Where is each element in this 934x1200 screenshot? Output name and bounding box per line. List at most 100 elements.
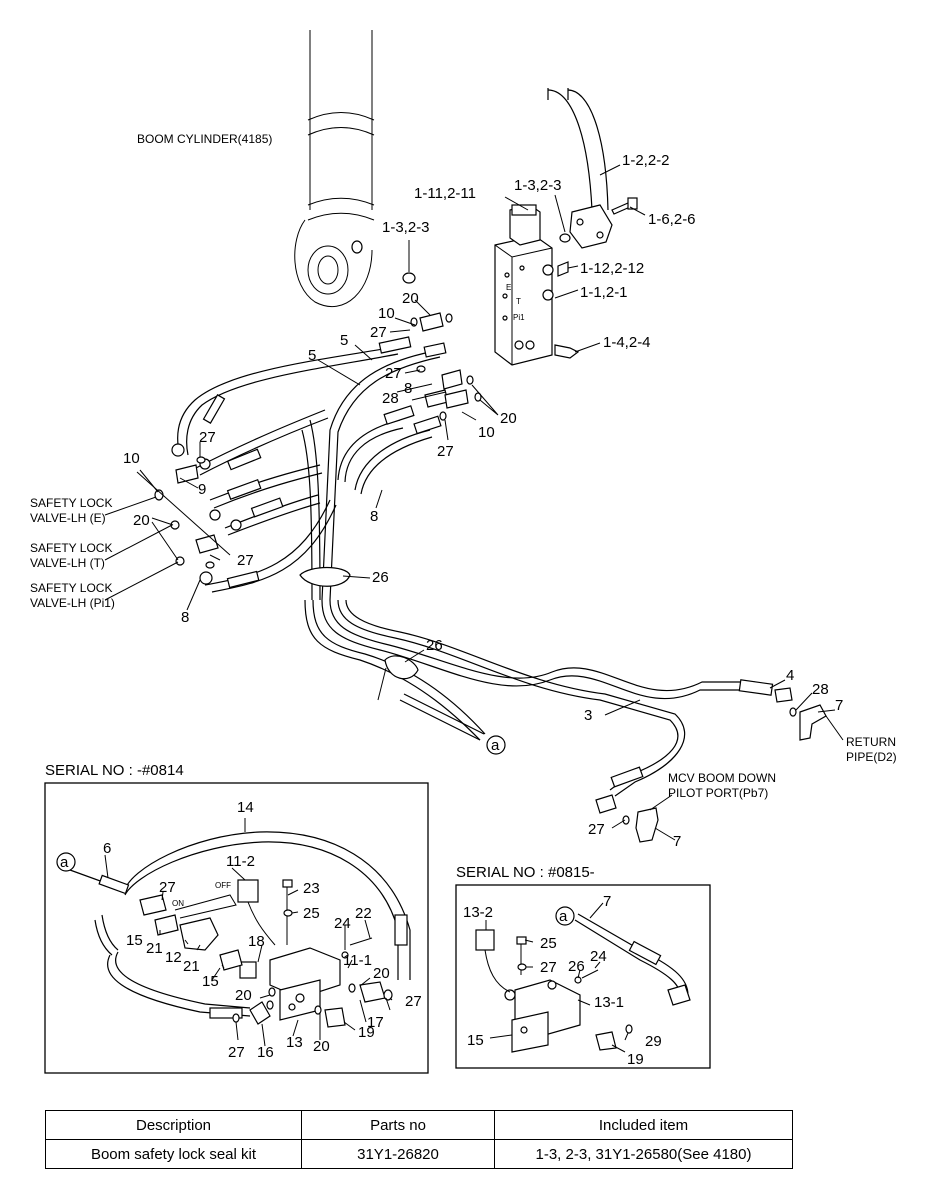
inset-1-callout-15-b: 15	[202, 973, 219, 990]
callout-20-b: 20	[500, 410, 517, 427]
inset-1-callout-20-c: 20	[313, 1038, 330, 1055]
inset-1-callout-27-a: 27	[159, 879, 176, 896]
callout-3: 3	[584, 707, 592, 724]
callout-1-3-left: 1-3,2-3	[382, 219, 430, 236]
inset-1-callout-22: 22	[355, 905, 372, 922]
callout-leaders	[104, 164, 844, 841]
callout-20-a: 20	[402, 290, 419, 307]
clamp-26-lower	[377, 655, 419, 701]
inset-1-callout-13: 13	[286, 1034, 303, 1051]
inset-1-callout-12: 12	[165, 949, 182, 966]
callout-26-b: 26	[426, 637, 443, 654]
o-ring-1-3-left	[402, 272, 416, 284]
inset-1-callout-20-b: 20	[373, 965, 390, 982]
callout-28-a: 28	[382, 390, 399, 407]
cell-parts-no: 31Y1-26820	[301, 1139, 495, 1169]
callout-5-a: 5	[340, 332, 348, 349]
label-return-pipe-1: RETURN	[846, 735, 896, 749]
callout-5-b: 5	[308, 347, 316, 364]
inset-1-callout-6: 6	[103, 840, 111, 857]
valve-block-1-1: E T Pi1	[494, 204, 580, 366]
inset-2-callout-19: 19	[627, 1051, 644, 1068]
inset-2-callout-26: 26	[568, 958, 585, 975]
inset-2-callout-13-1: 13-1	[594, 994, 624, 1011]
tee-fitting-7-mcv	[635, 807, 659, 843]
label-mcv-2: PILOT PORT(Pb7)	[668, 786, 768, 800]
inset-1-callout-16: 16	[257, 1044, 274, 1061]
callout-10-a: 10	[378, 305, 395, 322]
inset-2-callout-29: 29	[645, 1033, 662, 1050]
inset-1-callout-21-a: 21	[146, 940, 163, 957]
inset-2-callout-15: 15	[467, 1032, 484, 1049]
callout-1-11: 1-11,2-11	[414, 185, 476, 202]
callout-8-a: 8	[404, 380, 412, 397]
callout-8-b: 8	[370, 508, 378, 525]
boom-cylinder	[294, 30, 375, 308]
inset-1-title: SERIAL NO : -#0814	[45, 762, 184, 779]
inset-2-callout-13-2: 13-2	[463, 904, 493, 921]
callout-1-4: 1-4,2-4	[603, 334, 651, 351]
inset-1-callout-23: 23	[303, 880, 320, 897]
marker-a-main	[486, 735, 506, 755]
inset-1-callout-11-1: 11-1	[343, 952, 372, 969]
inset-1-callout-21-b: 21	[183, 958, 200, 975]
seal-kit-header-row: Description Parts no Included item	[45, 1110, 793, 1140]
callout-27-a: 27	[370, 324, 387, 341]
seal-kit-table: Description Parts no Included item Boom …	[45, 1110, 793, 1169]
inset-2-title: SERIAL NO : #0815-	[456, 864, 595, 881]
cell-included-item: 1-3, 2-3, 31Y1-26580(See 4180)	[494, 1139, 793, 1169]
label-safety-pi-1: SAFETY LOCK	[30, 581, 112, 595]
callout-27-c: 27	[437, 443, 454, 460]
clamp-26-upper	[299, 566, 351, 587]
callout-8-c: 8	[181, 609, 189, 626]
callout-4: 4	[786, 667, 794, 684]
inset-2-frame	[455, 884, 711, 1069]
label-safety-pi-2: VALVE-LH (Pi1)	[30, 596, 115, 610]
inset-1-callout-11-2: 11-2	[226, 853, 255, 870]
cell-description: Boom safety lock seal kit	[45, 1139, 302, 1169]
callout-1-12: 1-12,2-12	[580, 260, 644, 277]
callout-10-c: 10	[123, 450, 140, 467]
label-safety-e-2: VALVE-LH (E)	[30, 511, 106, 525]
inset-1-callout-20-a: 20	[235, 987, 252, 1004]
inset-2-callout-24: 24	[590, 948, 607, 965]
inset-1-callout-19: 19	[358, 1024, 375, 1041]
label-boom-cylinder: BOOM CYLINDER(4185)	[137, 132, 272, 146]
callout-27-d: 27	[199, 429, 216, 446]
inset-1-callout-27-c: 27	[228, 1044, 245, 1061]
inset-1-marker-a-label: a	[60, 854, 69, 871]
flange-1-2	[569, 204, 613, 249]
tee-fitting-7	[799, 704, 827, 741]
inset-1-callout-17: 17	[367, 1014, 384, 1031]
callout-1-3-top: 1-3,2-3	[514, 177, 562, 194]
label-safety-e-1: SAFETY LOCK	[30, 496, 112, 510]
hose-fittings	[171, 312, 793, 814]
label-mcv-1: MCV BOOM DOWN	[668, 771, 776, 785]
inset-2-callout-25: 25	[540, 935, 557, 952]
inset-1-frame	[44, 782, 429, 1074]
callout-1-2: 1-2,2-2	[622, 152, 670, 169]
hose-1-2	[547, 88, 609, 211]
callout-28-b: 28	[812, 681, 829, 698]
pipe-to-a	[399, 693, 485, 741]
inset-1-callout-14: 14	[237, 799, 254, 816]
seal-kit-row: Boom safety lock seal kit 31Y1-26820 1-3…	[45, 1139, 793, 1169]
inset-2-callout-7: 7	[603, 893, 611, 910]
o-ring-1-3-top	[559, 233, 571, 243]
header-description: Description	[45, 1110, 302, 1140]
callout-9: 9	[198, 481, 206, 498]
inset-1-callout-25: 25	[303, 905, 320, 922]
port-t-label: T	[516, 297, 521, 306]
callout-7-b: 7	[673, 833, 681, 850]
callout-1-1: 1-1,2-1	[580, 284, 628, 301]
inset-1-callout-18: 18	[248, 933, 265, 950]
inset-1-label-on: ON	[172, 899, 184, 908]
callout-27-e: 27	[237, 552, 254, 569]
bolt-1-6	[611, 197, 638, 215]
callout-27-b: 27	[385, 365, 402, 382]
callout-7-a: 7	[835, 697, 843, 714]
callout-27-f: 27	[588, 821, 605, 838]
inset-1-label-off: OFF	[215, 881, 231, 890]
label-safety-t-2: VALVE-LH (T)	[30, 556, 105, 570]
inset-serial-0814: ON OFF	[44, 782, 429, 1074]
